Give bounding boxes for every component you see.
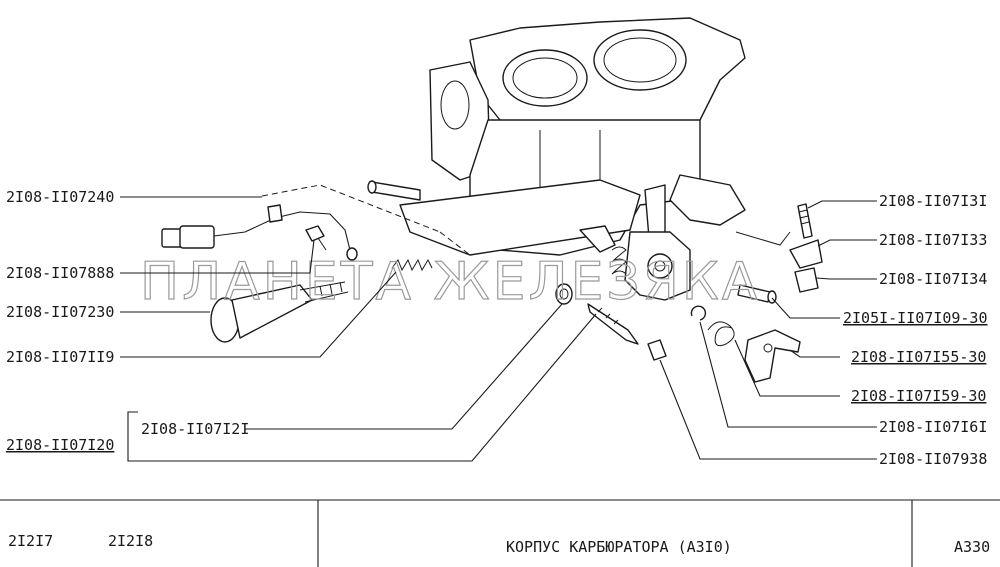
- callout-2108-1107155-30: 2I08-II07I55-30: [851, 348, 986, 366]
- callout-2108-1107119: 2I08-II07II9: [6, 348, 114, 366]
- page-code: A330: [954, 538, 990, 556]
- needle-screw-part: [587, 303, 639, 345]
- wire-connector-part: [161, 204, 358, 261]
- model-code-1: 2I2I7: [8, 532, 53, 550]
- callout-2108-1107161: 2I08-II07I6I: [879, 418, 987, 436]
- callout-21051-1107109-30: 2I05I-II07I09-30: [843, 309, 988, 327]
- title-block: [0, 499, 1000, 567]
- model-code-2: 2I2I8: [108, 532, 153, 550]
- top-screw-part: [797, 203, 813, 239]
- callout-2108-1107134: 2I08-II07I34: [879, 270, 987, 288]
- callout-2108-1107131: 2I08-II07I3I: [879, 192, 987, 210]
- callout-2108-1107230: 2I08-II07230: [6, 303, 114, 321]
- callout-2108-1107121: 2I08-II07I2I: [141, 420, 249, 438]
- circlip-part: [690, 305, 707, 321]
- torsion-spring-part: [707, 321, 735, 347]
- washer-part: [555, 283, 573, 305]
- mixture-screw-part: [210, 281, 349, 343]
- callout-2108-1107240: 2I08-II07240: [6, 188, 114, 206]
- lever-part: [744, 329, 801, 383]
- carburetor-body: [367, 17, 746, 301]
- bracket-part: [789, 239, 823, 269]
- leader-lines: [120, 196, 877, 462]
- clamp-part: [794, 267, 819, 293]
- callout-2108-1107938: 2I08-II07938: [879, 450, 987, 468]
- diagram-title: КОРПУС КАРБЮРАТОРА (A3I0): [506, 538, 732, 556]
- callout-2108-1107133: 2I08-II07I33: [879, 231, 987, 249]
- callout-group-2108-1107120: 2I08-II07I20: [6, 436, 114, 454]
- dashed-boundary: [261, 184, 791, 256]
- watermark: ПЛАНЕТА ЖЕЛЕЗЯКА: [140, 252, 760, 312]
- screw-part: [305, 225, 327, 251]
- shaft-screw-part: [737, 284, 777, 304]
- callout-2108-1107159-30: 2I08-II07I59-30: [851, 387, 986, 405]
- callout-2108-1107888: 2I08-II07888: [6, 264, 114, 282]
- spring-part: [391, 258, 433, 272]
- plug-part: [647, 339, 667, 361]
